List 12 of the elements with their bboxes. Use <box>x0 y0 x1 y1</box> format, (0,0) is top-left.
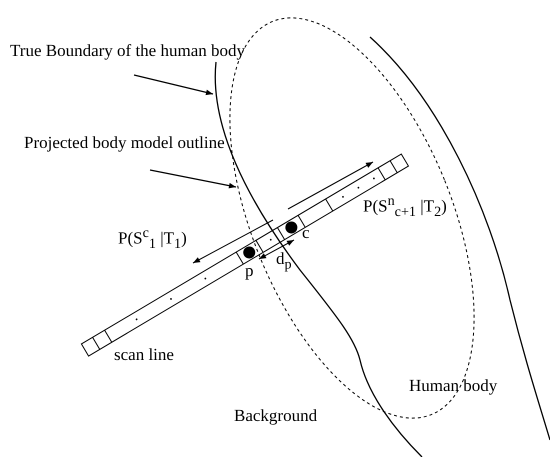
leader-line <box>134 74 214 96</box>
point-label: c <box>302 224 310 243</box>
leader-line <box>150 169 236 188</box>
distance-label: d$_{p}$ <box>276 250 292 273</box>
probability-label: P(S$^{c}$$_{1}$ |T$_{1}$) <box>118 226 187 253</box>
callout-text: Projected body model outline <box>24 134 225 153</box>
region-label: Background <box>234 407 318 426</box>
scan-line-label: scan line <box>114 346 174 365</box>
point-label: p <box>245 262 254 281</box>
callout-text: True Boundary of the human body <box>10 42 245 61</box>
region-label: Human body <box>409 377 498 396</box>
probability-label: P(S$^{n}$$_{c+1}$ |T$_{2}$) <box>363 194 447 221</box>
